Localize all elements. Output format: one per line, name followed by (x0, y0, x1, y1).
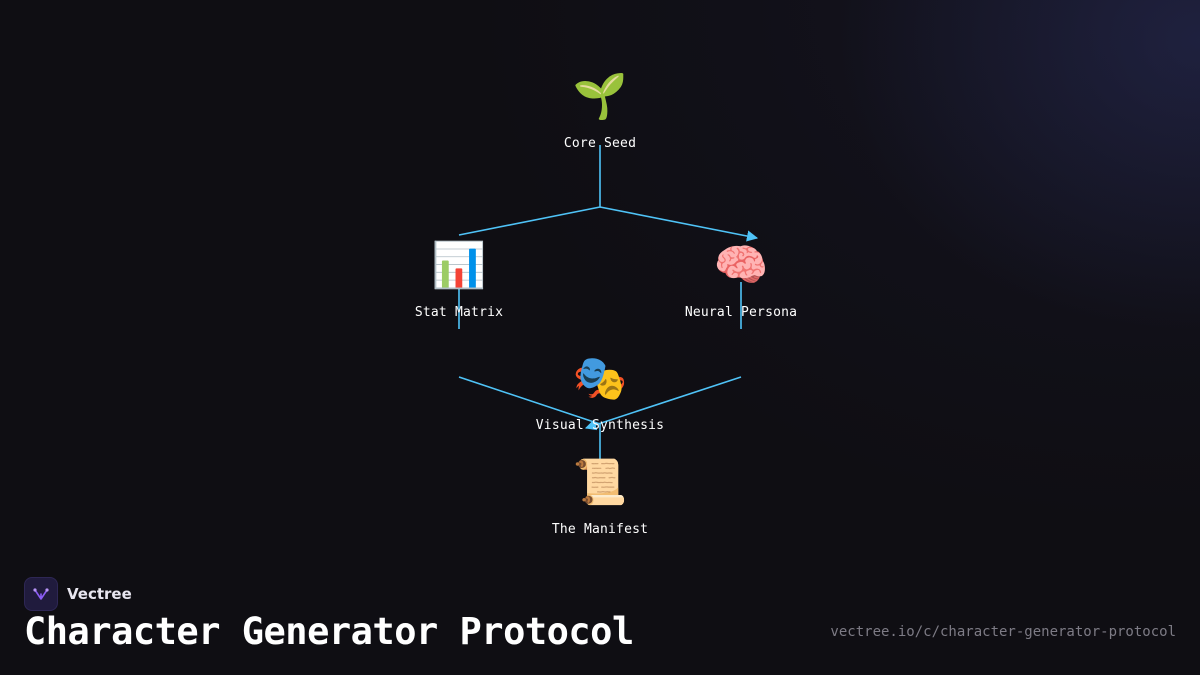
brain-icon: 🧠 (713, 240, 769, 291)
node-neural-persona[interactable]: 🧠 Neural Persona (684, 240, 798, 321)
page-url[interactable]: vectree.io/c/character-generator-protoco… (830, 624, 1176, 640)
node-the-manifest[interactable]: 📜 The Manifest (551, 457, 649, 538)
node-label: The Manifest (551, 522, 649, 537)
node-core-seed[interactable]: 🌱 Core Seed (563, 71, 637, 152)
node-label: Neural Persona (684, 305, 798, 320)
scroll-icon: 📜 (572, 457, 628, 508)
bar-chart-icon: 📊 (431, 240, 487, 291)
node-label: Visual Synthesis (535, 418, 665, 433)
vectree-logo-icon (24, 577, 58, 611)
edge-core-seed-stat-matrix (458, 145, 601, 236)
node-stat-matrix[interactable]: 📊 Stat Matrix (414, 240, 504, 321)
edge-neural-persona-visual-synthesis (586, 282, 742, 428)
brand-name: Vectree (67, 585, 132, 603)
node-visual-synthesis[interactable]: 🎭 Visual Synthesis (535, 353, 665, 434)
node-label: Stat Matrix (414, 305, 504, 320)
theater-masks-icon: 🎭 (572, 353, 628, 404)
edge-stat-matrix-visual-synthesis (458, 288, 601, 425)
edge-core-seed-neural-persona (599, 206, 759, 242)
seedling-icon: 🌱 (572, 71, 628, 122)
node-label: Core Seed (563, 136, 637, 151)
brand[interactable]: Vectree (24, 577, 132, 611)
page-title: Character Generator Protocol (24, 610, 634, 653)
